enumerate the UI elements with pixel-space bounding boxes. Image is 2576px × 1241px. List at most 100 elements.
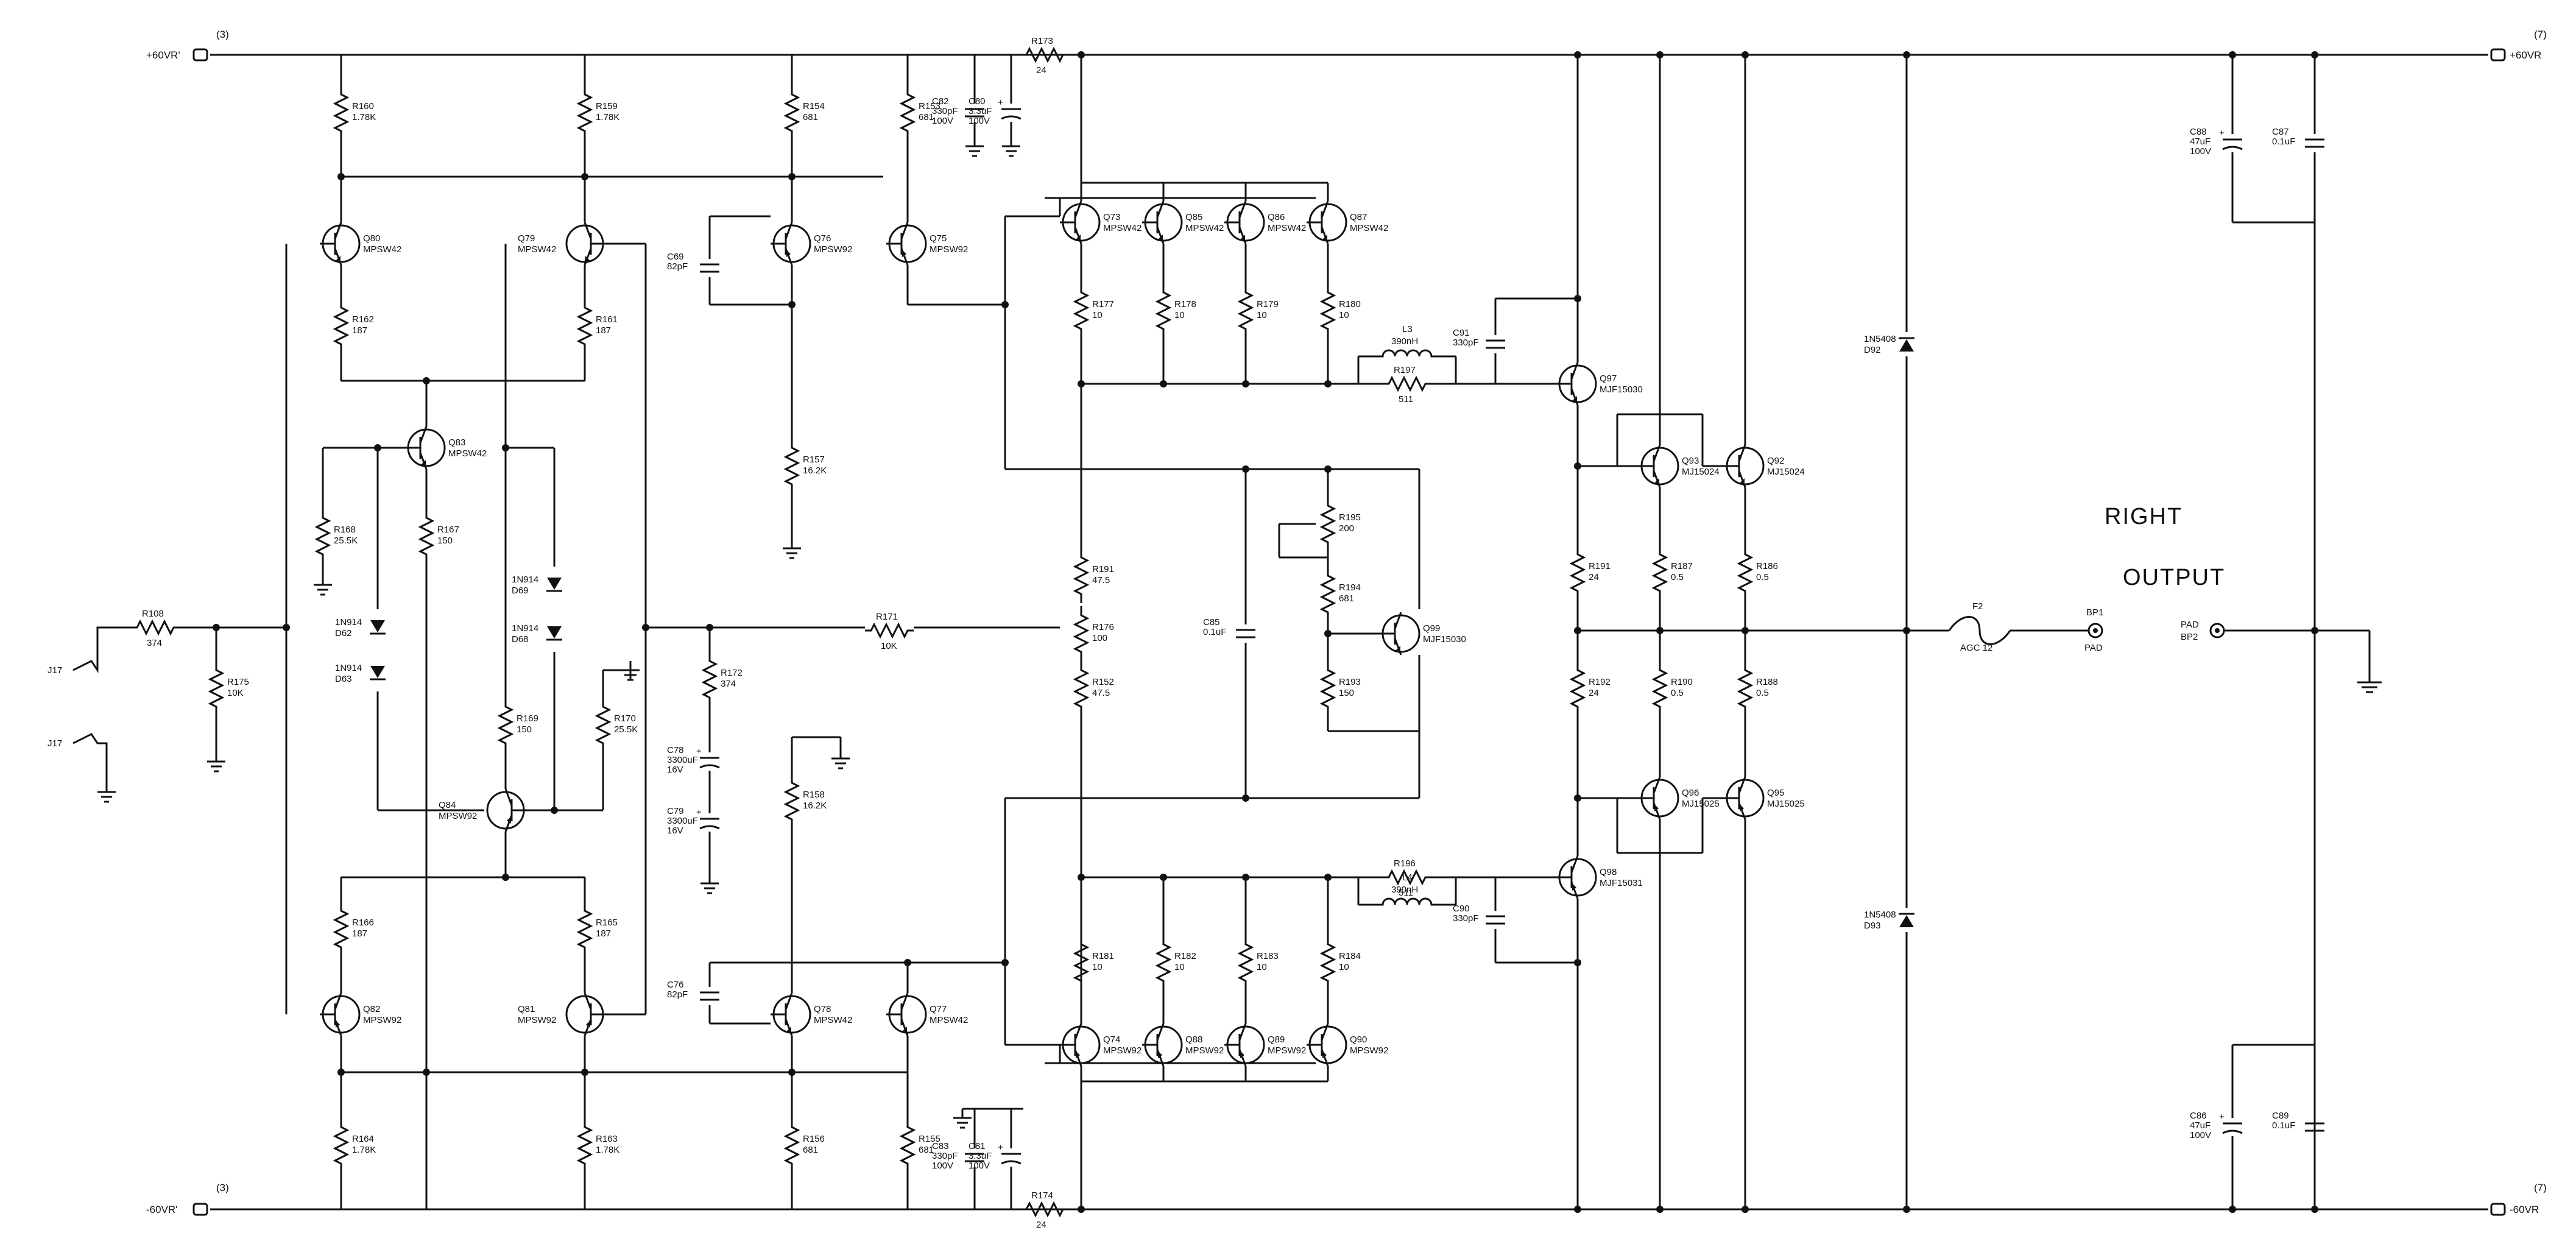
capacitor-polarity: + xyxy=(998,97,1003,108)
resistor-ref: R191 xyxy=(1589,561,1611,571)
transistor-ref: Q73 xyxy=(1103,212,1120,222)
capacitor-ref: C83 xyxy=(932,1141,949,1151)
junction-dots xyxy=(213,51,2318,1213)
rail-conn-neg-right: (7) xyxy=(2534,1182,2547,1193)
capacitor-ref: C88 xyxy=(2190,127,2207,137)
resistor-value: 24 xyxy=(1036,65,1046,76)
resistor-value: 10 xyxy=(1174,310,1185,320)
transistor-ref: Q95 xyxy=(1767,788,1784,798)
resistor-ref: R192 xyxy=(1589,677,1611,687)
capacitor-value: 330pF xyxy=(932,1151,958,1161)
resistor-value: 24 xyxy=(1036,1220,1046,1230)
resistor-ref: R187 xyxy=(1671,561,1693,571)
transistor-part: MJ15025 xyxy=(1682,799,1720,809)
vas-wiring xyxy=(708,55,1420,1209)
capacitor-polarity: + xyxy=(998,1142,1003,1153)
transistor-part: MPSW42 xyxy=(518,244,556,255)
resistor-value: 25.5K xyxy=(334,536,358,546)
transistor-ref: Q88 xyxy=(1185,1034,1202,1045)
capacitor-rating: 16V xyxy=(667,765,683,775)
resistor-ref: R164 xyxy=(352,1134,374,1144)
capacitor-ref: C81 xyxy=(969,1141,986,1151)
input-wiring xyxy=(72,244,288,1014)
capacitor-value: 3300uF xyxy=(667,755,698,765)
resistor-value: 1.78K xyxy=(352,1145,376,1155)
resistor-ref: R176 xyxy=(1092,622,1114,632)
capacitors: C82330pF100V+C803.3uF100VC6982pF+C783300… xyxy=(667,96,2324,1171)
resistor-ref: R158 xyxy=(803,790,825,800)
resistor-value: 24 xyxy=(1589,572,1599,582)
resistor-ref: R152 xyxy=(1092,677,1114,687)
resistor-value: 187 xyxy=(596,928,611,939)
transistor-part: MJ15024 xyxy=(1767,467,1805,477)
resistor-value: 681 xyxy=(803,1145,818,1155)
fuse-value: AGC 12 xyxy=(1960,643,1992,653)
transistor-ref: Q82 xyxy=(363,1004,380,1014)
transistor-ref: Q98 xyxy=(1600,867,1617,877)
transistor-ref: Q76 xyxy=(814,233,831,244)
resistor-ref: R168 xyxy=(334,525,356,535)
resistor-value: 10 xyxy=(1092,310,1103,320)
capacitor-rating: 100V xyxy=(969,116,990,126)
resistor-value: 0.5 xyxy=(1671,688,1684,698)
transistors: Q80MPSW42Q79MPSW42Q76MPSW92Q75MPSW92Q83M… xyxy=(320,200,1805,1067)
capacitor-value: 0.1uF xyxy=(2272,1120,2295,1131)
section-title-line-1: RIGHT xyxy=(2105,504,2183,529)
capacitor-polarity: + xyxy=(2219,128,2225,138)
pad-bp2[interactable]: PAD BP2 xyxy=(2181,620,2225,642)
rail-conn-pos-left: (3) xyxy=(216,29,229,40)
capacitor-ref: C79 xyxy=(667,806,684,816)
transistor-ref: Q77 xyxy=(930,1004,947,1014)
resistor-ref: R188 xyxy=(1756,677,1778,687)
capacitor-value: 330pF xyxy=(1453,338,1479,348)
capacitor-value: 82pF xyxy=(667,989,688,1000)
resistor-ref: R171 xyxy=(876,612,898,622)
bias-network-wiring xyxy=(1244,469,1419,798)
pad-bp1[interactable]: BP1 PAD xyxy=(2084,607,2103,653)
rail-label-neg-left: -60VR' xyxy=(146,1204,177,1215)
resistor-value: 200 xyxy=(1339,523,1354,534)
resistor-value: 10 xyxy=(1257,310,1267,320)
transistor-part: MPSW42 xyxy=(930,1015,968,1025)
resistor-ref: R177 xyxy=(1092,299,1114,309)
transistor-ref: Q78 xyxy=(814,1004,831,1014)
capacitor-rating: 16V xyxy=(667,826,683,836)
resistor-ref: R179 xyxy=(1257,299,1279,309)
transistor-part: MJF15030 xyxy=(1600,384,1643,395)
resistor-r171: R171 10K xyxy=(865,612,914,651)
resistor-value: 10K xyxy=(881,641,897,651)
capacitor-polarity: + xyxy=(696,807,702,818)
capacitor-value: 3.3uF xyxy=(969,106,992,116)
predriver-wiring xyxy=(1045,55,1578,1209)
resistors: R108374R17510KR1601.78KR1591.78KR162187R… xyxy=(131,36,1778,1230)
resistor-ref: R160 xyxy=(352,101,374,111)
resistor-value: 10 xyxy=(1092,962,1103,972)
resistor-value: 47.5 xyxy=(1092,688,1110,698)
transistor-part: MJ15024 xyxy=(1682,467,1720,477)
transistor-ref: Q74 xyxy=(1103,1034,1120,1045)
diode-ref: D93 xyxy=(1864,921,1881,931)
transistor-ref: Q81 xyxy=(518,1004,535,1014)
